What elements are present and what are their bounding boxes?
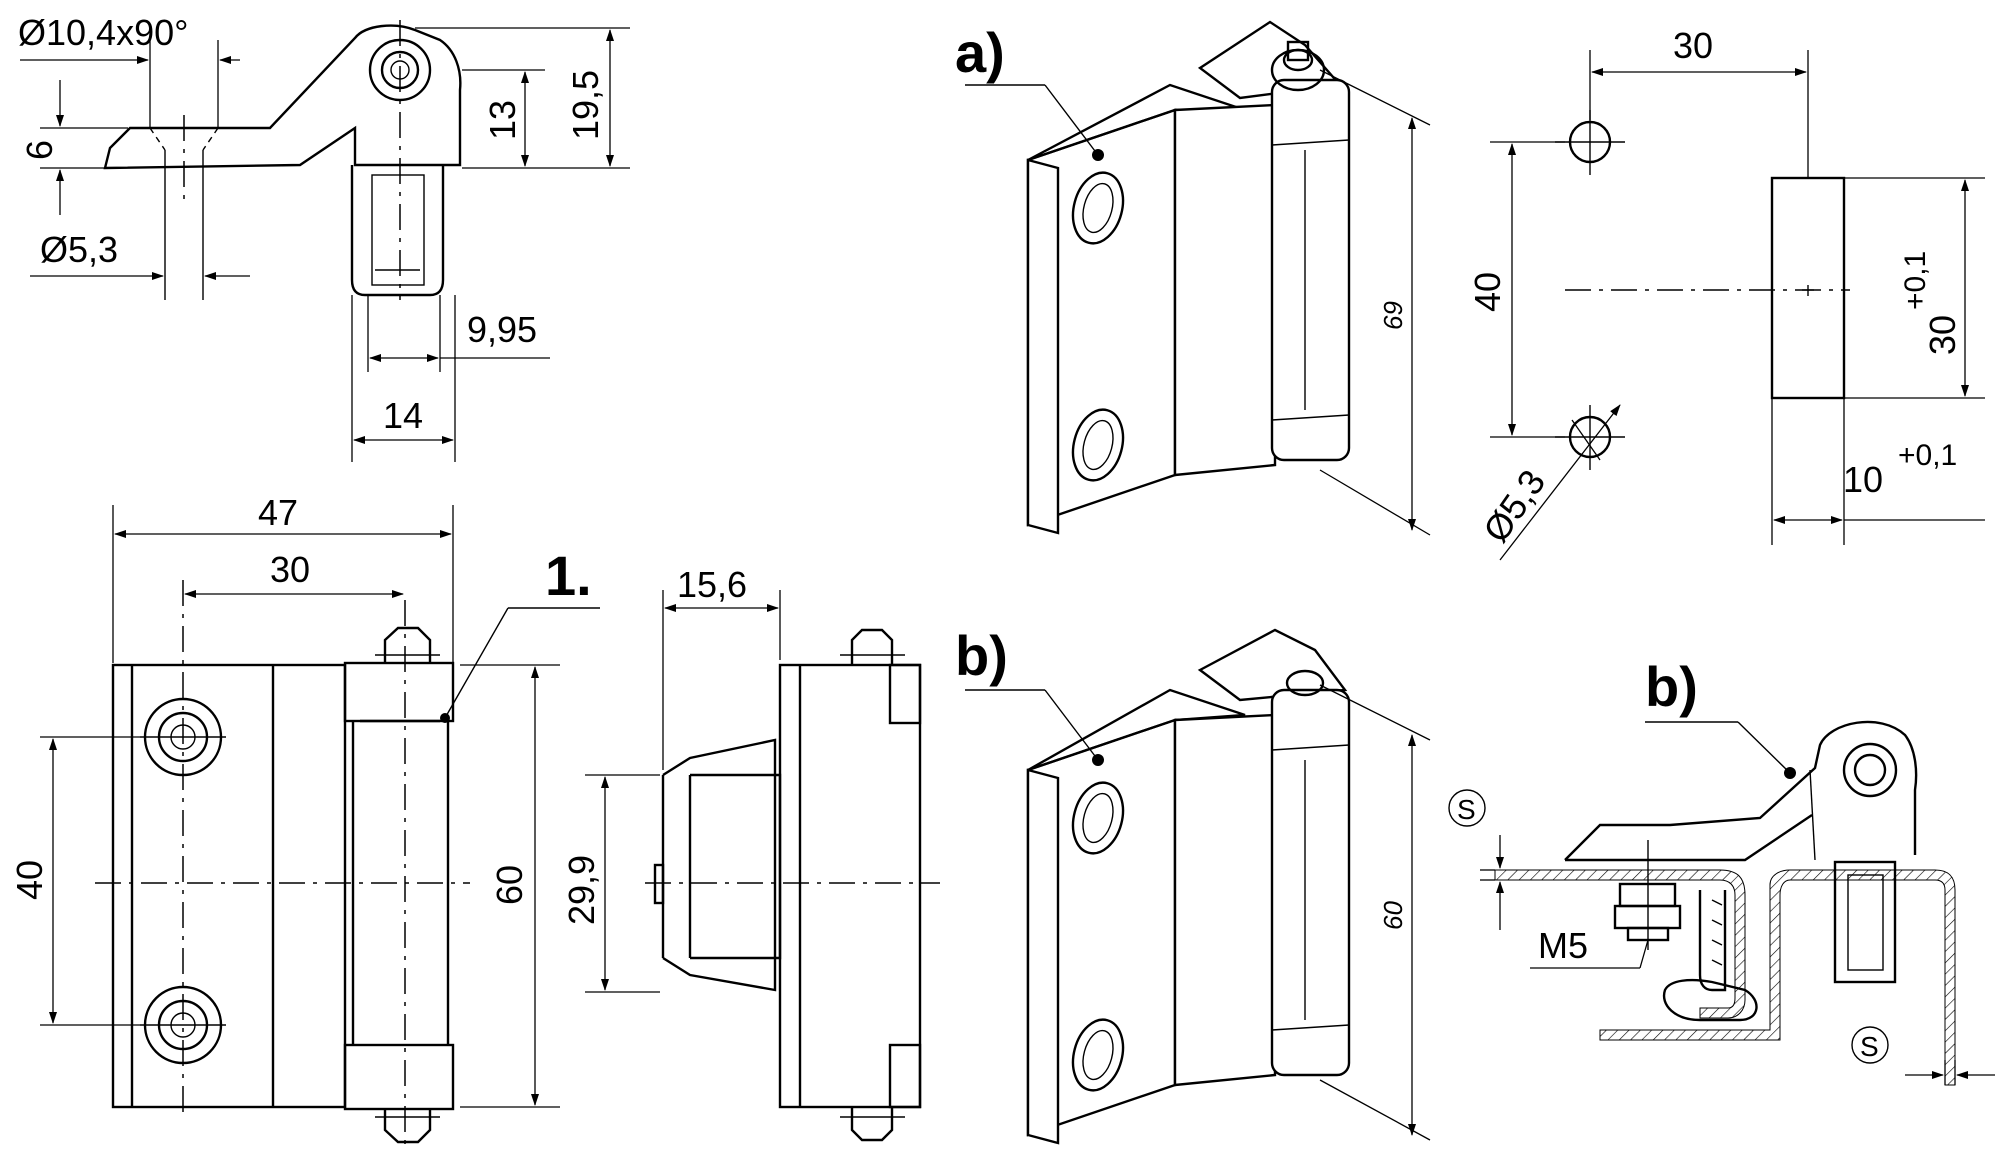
slot-width-tolerance: +0,1 — [1898, 439, 1957, 472]
width-995-dimension: 9,95 — [467, 309, 537, 350]
callout-1: 1. — [545, 544, 592, 607]
hole-dimension: Ø5,3 — [40, 229, 118, 270]
thickness-symbol-top: S — [1457, 794, 1476, 825]
front-view: 47 30 40 60 1. — [9, 492, 600, 1150]
callout-a: a) — [955, 21, 1005, 84]
width-47-dimension: 47 — [258, 492, 298, 533]
hole-spacing-40-dimension: 40 — [9, 860, 50, 900]
slot-height-tolerance: +0,1 — [1899, 251, 1932, 310]
cutout-pattern: 30 40 Ø5,3 30 +0,1 10 +0,1 — [1467, 25, 1985, 561]
variant-b-isometric: 60 b) — [955, 624, 1431, 1145]
height-60-dimension: 60 — [489, 865, 530, 905]
countersink-dimension: Ø10,4x90° — [18, 12, 189, 53]
width-14-dimension: 14 — [383, 395, 423, 436]
height-13-dimension: 13 — [482, 100, 523, 140]
slot-height-dimension: 30 — [1922, 315, 1963, 355]
installation-section: S S M5 b) — [1448, 655, 1995, 1086]
thread-dimension: M5 — [1538, 925, 1588, 966]
hole-spacing-30-dimension: 30 — [270, 549, 310, 590]
callout-b-top: b) — [955, 624, 1008, 687]
depth-dimension: 15,6 — [677, 564, 747, 605]
callout-b-section: b) — [1645, 655, 1698, 718]
cutout-spacing-dimension: 30 — [1673, 25, 1713, 66]
variant-a-isometric: 69 a) — [955, 20, 1431, 536]
thickness-symbol-bottom: S — [1860, 1031, 1879, 1062]
variant-b-length: 60 — [1378, 901, 1408, 930]
top-view: Ø10,4x90° 6 Ø5,3 13 19,5 9,95 14 — [18, 12, 630, 462]
height-299-dimension: 29,9 — [561, 855, 602, 925]
side-view: 15,6 29,9 — [561, 564, 940, 1142]
height-19-dimension: 19,5 — [565, 70, 606, 140]
variant-a-length: 69 — [1378, 301, 1408, 330]
cutout-vertical-dimension: 40 — [1467, 272, 1508, 312]
thickness-dimension: 6 — [19, 140, 60, 160]
slot-width-dimension: 10 — [1843, 459, 1883, 500]
